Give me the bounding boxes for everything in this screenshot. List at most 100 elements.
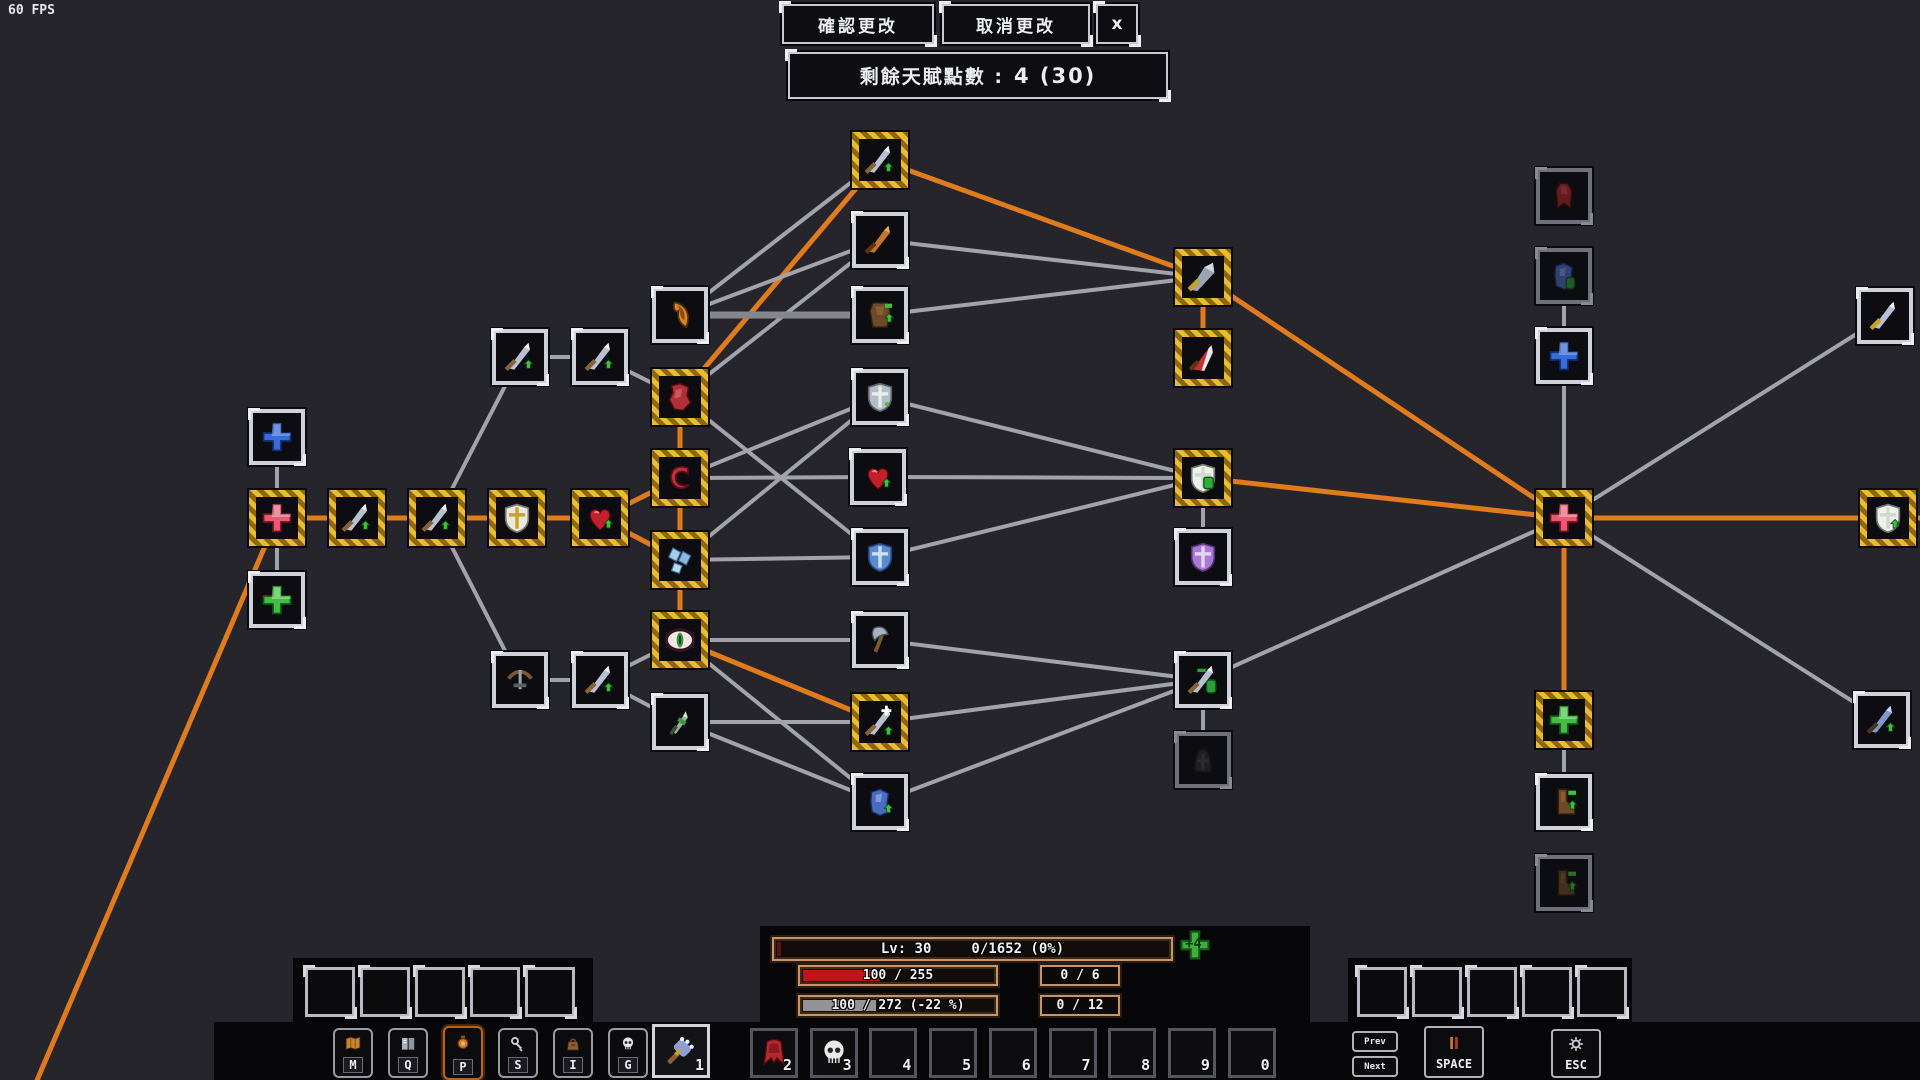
- talent-node-shield-white[interactable]: [1860, 490, 1916, 546]
- hotbar-slot-4[interactable]: 4: [869, 1028, 918, 1078]
- menu-key-q[interactable]: Q: [388, 1028, 428, 1078]
- talent-node-boot[interactable]: [1535, 773, 1593, 831]
- talent-node-armor-brown[interactable]: [851, 286, 909, 344]
- talent-link: [879, 638, 1204, 682]
- space-button[interactable]: SPACE: [1424, 1026, 1484, 1078]
- talent-node-sword-up[interactable]: [329, 490, 385, 546]
- talent-node-crossbow[interactable]: [491, 651, 549, 709]
- talent-node-shield-blue[interactable]: [851, 528, 909, 586]
- talent-link: [1202, 516, 1565, 682]
- talent-node-crystal[interactable]: [652, 532, 708, 588]
- talent-node-shield-purple[interactable]: [1174, 528, 1232, 586]
- learned-path-link: [879, 157, 1204, 280]
- inventory-slot[interactable]: [1575, 965, 1629, 1019]
- talent-node-sword-up[interactable]: [571, 328, 629, 386]
- talent-node-sword-up[interactable]: [491, 328, 549, 386]
- talent-node-sword-redwhite[interactable]: [1175, 330, 1231, 386]
- talent-node-shield-green[interactable]: [1175, 450, 1231, 506]
- sword-shield-icon: [864, 705, 894, 737]
- talent-node-plus-pink[interactable]: [249, 490, 305, 546]
- cancel-changes-button[interactable]: 取消更改: [939, 1, 1093, 47]
- key-icon: [511, 1037, 523, 1052]
- talent-node-sword-big[interactable]: [1175, 249, 1231, 305]
- esc-button[interactable]: ESC: [1551, 1029, 1601, 1078]
- prev-button[interactable]: Prev: [1352, 1031, 1398, 1052]
- talent-node-tentacle[interactable]: [652, 450, 708, 506]
- learned-path-link: [1201, 274, 1566, 521]
- talent-node-cape-red[interactable]: [1535, 167, 1593, 225]
- talent-node-dagger[interactable]: [651, 693, 709, 751]
- talent-node-heart-up[interactable]: [572, 490, 628, 546]
- hotbar-slot-number: 7: [1081, 1056, 1091, 1074]
- talent-link: [879, 476, 1204, 559]
- menu-key-m[interactable]: M: [333, 1028, 373, 1078]
- talent-node-armor-dark[interactable]: [1174, 731, 1232, 789]
- remaining-points-panel: 剩餘天賦點數 : 4 (30): [785, 49, 1171, 102]
- inventory-slot[interactable]: [1355, 965, 1409, 1019]
- armor-blue-icon: [870, 788, 894, 817]
- talent-node-plus-blue[interactable]: [248, 408, 306, 466]
- hotbar-slot-6[interactable]: 6: [988, 1028, 1037, 1078]
- talent-node-sword-plain[interactable]: [1856, 287, 1914, 345]
- remaining-points-value: 4 (30): [1013, 63, 1097, 88]
- inventory-slot[interactable]: [358, 965, 412, 1019]
- next-button[interactable]: Next: [1352, 1056, 1398, 1077]
- armor-brown-icon: [869, 302, 895, 328]
- inventory-slot[interactable]: [523, 965, 577, 1019]
- talent-node-armor-red[interactable]: [652, 369, 708, 425]
- cape-red-icon: [1555, 182, 1573, 210]
- menu-key-s[interactable]: S: [498, 1028, 538, 1078]
- inventory-slot[interactable]: [1410, 965, 1464, 1019]
- talent-node-plus-green[interactable]: [1536, 692, 1592, 748]
- counter-2: 0 / 12: [1040, 995, 1120, 1016]
- confirm-changes-button[interactable]: 確認更改: [779, 1, 937, 47]
- inventory-slot[interactable]: [1465, 965, 1519, 1019]
- talent-node-horn[interactable]: [651, 286, 709, 344]
- sword-up-icon: [864, 145, 894, 175]
- talent-node-sword-up[interactable]: [409, 490, 465, 546]
- talent-node-armor-blue-flask[interactable]: [1535, 247, 1593, 305]
- talent-node-plus-pink[interactable]: [1536, 490, 1592, 546]
- talent-node-sword-flask[interactable]: [1174, 651, 1232, 709]
- talent-node-shield-kite[interactable]: [851, 368, 909, 426]
- talent-link: [879, 395, 1204, 480]
- talent-node-shield-cross[interactable]: [489, 490, 545, 546]
- hotbar-slot-9[interactable]: 9: [1167, 1028, 1216, 1078]
- close-button[interactable]: x: [1093, 1, 1141, 47]
- talent-node-plus-blue[interactable]: [1535, 327, 1593, 385]
- hotbar-slot-7[interactable]: 7: [1048, 1028, 1097, 1078]
- talent-node-armor-blue[interactable]: [851, 773, 909, 831]
- talent-node-sword-up[interactable]: [852, 132, 908, 188]
- menu-key-i[interactable]: I: [553, 1028, 593, 1078]
- counter-1: 0 / 6: [1040, 965, 1120, 986]
- hotbar-slot-1[interactable]: 1: [652, 1024, 710, 1078]
- hotbar-slot-2[interactable]: 2: [750, 1028, 798, 1078]
- inventory-slot[interactable]: [468, 965, 522, 1019]
- sword-up-icon: [504, 342, 534, 372]
- axe-icon: [871, 626, 889, 653]
- hotbar-slot-0[interactable]: 0: [1227, 1028, 1276, 1078]
- talent-node-boot[interactable]: [1535, 854, 1593, 912]
- talent-node-sword-shield[interactable]: [852, 694, 908, 750]
- inventory-slot[interactable]: [413, 965, 467, 1019]
- armor-bar: 100 / 272 (-22 %): [798, 995, 998, 1016]
- shield-cross-icon: [504, 503, 530, 534]
- menu-key-p[interactable]: P: [443, 1026, 483, 1080]
- shield-green-icon: [1190, 463, 1216, 494]
- talent-node-heart-up[interactable]: [849, 448, 907, 506]
- hotbar-slot-8[interactable]: 8: [1108, 1028, 1157, 1078]
- talent-link: [877, 475, 1204, 480]
- inventory-slot[interactable]: [1520, 965, 1574, 1019]
- plus-blue-icon: [1549, 341, 1579, 371]
- menu-key-g[interactable]: G: [608, 1028, 648, 1078]
- talent-node-eye[interactable]: [652, 612, 708, 668]
- talent-node-sword-orange[interactable]: [851, 211, 909, 269]
- sword-flask-icon: [1187, 665, 1217, 695]
- talent-node-sword-blue[interactable]: [1853, 691, 1911, 749]
- talent-node-sword-up[interactable]: [571, 651, 629, 709]
- inventory-slot[interactable]: [303, 965, 357, 1019]
- hotbar-slot-5[interactable]: 5: [929, 1028, 978, 1078]
- hotbar-slot-3[interactable]: 3: [809, 1028, 858, 1078]
- talent-node-plus-green[interactable]: [248, 571, 306, 629]
- talent-node-axe[interactable]: [851, 611, 909, 669]
